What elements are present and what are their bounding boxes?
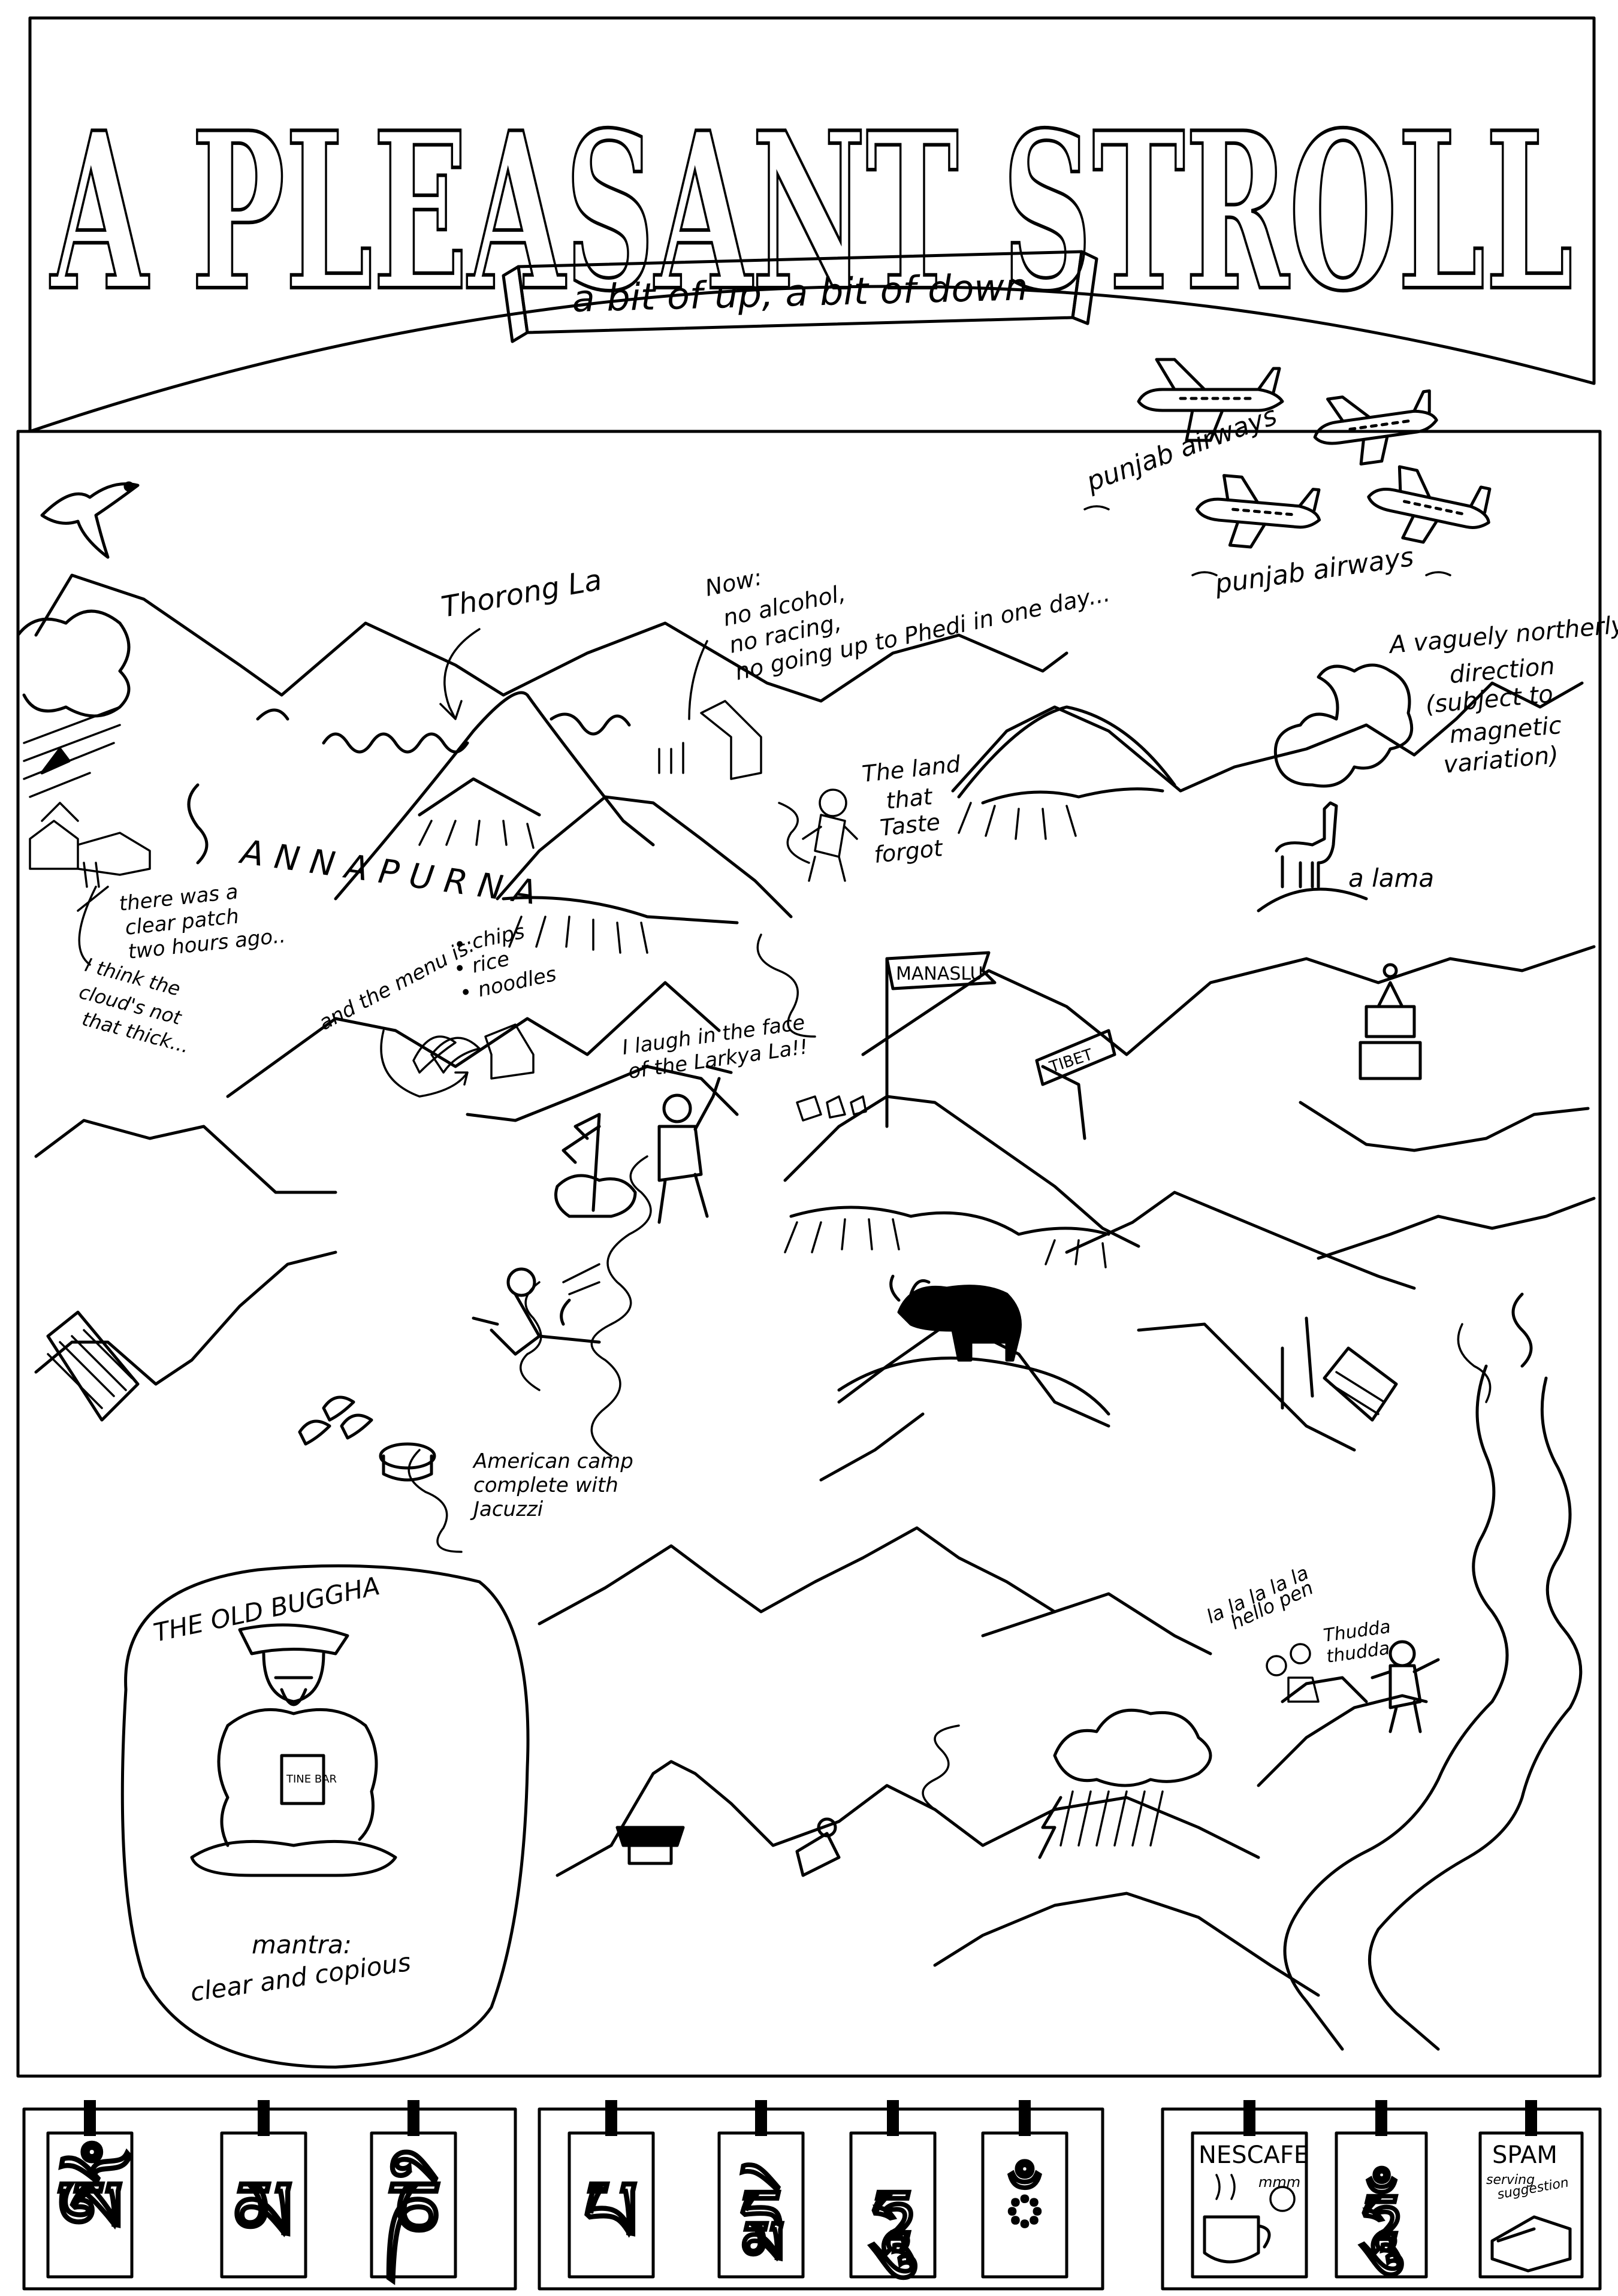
label-direction-3: (subject to	[1424, 681, 1554, 719]
prayer-tile-4: པ	[567, 2100, 655, 2279]
airplane-icon	[1137, 358, 1284, 442]
bird-icon	[40, 481, 140, 559]
label-mantra-1: mantra:	[252, 1930, 352, 1959]
label-manaslu: MANASLU	[896, 963, 983, 984]
label-nescafe: NESCAFE	[1199, 2141, 1309, 2169]
airplane-icon	[1195, 474, 1321, 549]
squiggles	[187, 708, 1533, 1368]
prayer-flag-icon	[554, 1113, 637, 1218]
label-tinebar: TINE BAR	[286, 1773, 337, 1786]
airplane-icon	[1313, 389, 1438, 466]
trail	[407, 802, 1583, 2051]
prayer-tile-6: ཧཱུ	[849, 2100, 937, 2280]
svg-text:ཎི: ཎི	[385, 2150, 441, 2283]
cloud-icon	[16, 609, 131, 798]
yak-icon	[837, 1274, 1110, 1416]
children-icon	[1266, 1643, 1320, 1703]
label-annapurna: A N N A P U R N A	[237, 832, 539, 913]
old-buggha-medallion: THE OLD BUGGHA TINE BAR mantra: clear an…	[120, 1564, 530, 2069]
climber-icon	[657, 1065, 733, 1224]
page-title: A PLEASANT STROLL	[49, 85, 1573, 339]
label-punjab-2: punjab airways	[1212, 542, 1415, 600]
llama-icon	[1257, 801, 1368, 913]
title-banner: A PLEASANT STROLL a bit of up, a bit of …	[28, 16, 1596, 433]
label-taste-2: that	[885, 783, 934, 814]
prayer-tile-7: ྃ	[981, 2100, 1068, 2279]
prayer-tile-1: ཨོཾ	[46, 2100, 134, 2279]
hiker-icon	[802, 789, 858, 882]
map-frame	[16, 430, 1602, 2078]
sliding-hiker-icon	[472, 1263, 601, 1356]
svg-text:ྃ: ྃ	[1005, 2160, 1045, 2258]
label-taste-3: Taste	[879, 809, 941, 841]
prayer-tile-5: དྨེ	[717, 2100, 805, 2279]
label-punjab-1: punjab airways	[1082, 400, 1281, 498]
tea-house-icon	[658, 700, 762, 780]
tent-icon	[412, 1023, 535, 1080]
camp-icon	[298, 1395, 436, 1482]
prayer-tile-2: མ	[220, 2100, 307, 2279]
prayer-panels: ཨོཾ མ ཎི པ དྨེ ཧཱུ	[22, 2100, 1602, 2291]
prayer-tile-8: ཧཱུྃ	[1335, 2100, 1428, 2279]
spam-tile: SPAM serving suggestion	[1478, 2100, 1584, 2279]
label-taste-1: The land	[861, 751, 962, 787]
label-camp-1: American camp	[472, 1449, 633, 1473]
airplane-icon	[1367, 465, 1492, 544]
label-spam-serving: serving	[1486, 2173, 1535, 2188]
prayer-tile-3: ཎི	[370, 2100, 457, 2285]
buggha-figure	[190, 1623, 397, 1877]
cairn-icon	[796, 1095, 867, 1122]
label-direction-1: A vaguely northerly	[1387, 611, 1618, 660]
tibet-signpost: TIBET	[1035, 1029, 1116, 1140]
mountain-ridges	[34, 573, 1596, 1997]
stupa-icon	[1359, 963, 1422, 1080]
thorong-la-arrow	[439, 628, 481, 720]
label-now-1: Now:	[703, 564, 765, 602]
label-menu-1: and the menu is:	[315, 933, 478, 1035]
storm-cloud-icon	[1038, 1708, 1212, 1859]
singing-hiker-icon	[1371, 1640, 1440, 1733]
monk-icon	[795, 1817, 841, 1877]
svg-text:མ: མ	[234, 2163, 293, 2261]
label-camp-2: complete with	[473, 1473, 618, 1497]
label-a-lama: a lama	[1348, 863, 1434, 893]
svg-text:པ: པ	[584, 2163, 638, 2261]
svg-text:ཧཱུྃ: ཧཱུྃ	[1359, 2167, 1403, 2276]
svg-text:དྨེ: དྨེ	[740, 2164, 783, 2260]
bridge-icon	[46, 1310, 140, 1422]
label-thorong-la: Thorong La	[439, 563, 604, 624]
airplanes	[1137, 358, 1492, 549]
tea-house-icon	[615, 1826, 685, 1865]
hut-icon	[29, 802, 151, 888]
nescafe-tile: NESCAFE mmm	[1191, 2100, 1309, 2279]
annotations: Thorong La Now: no alcohol, no racing, n…	[77, 400, 1618, 1667]
label-camp-3: Jacuzzi	[470, 1497, 544, 1521]
label-spam: SPAM	[1492, 2141, 1557, 2169]
bridge-icon	[1281, 1316, 1398, 1422]
manaslu-flag: MANASLU	[885, 951, 997, 1128]
cloud-icon	[1273, 663, 1414, 788]
svg-text:ཨོཾ: ཨོཾ	[56, 2141, 131, 2261]
svg-text:ཧཱུ: ཧཱུ	[868, 2174, 916, 2279]
